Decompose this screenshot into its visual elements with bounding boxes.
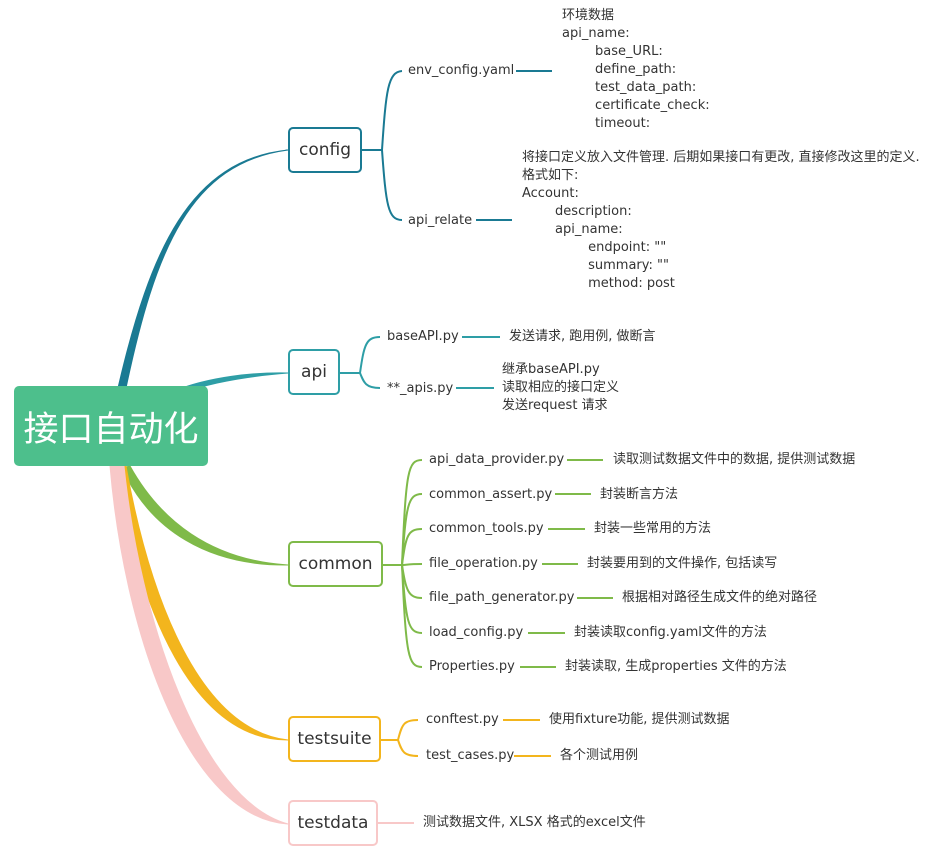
root-to-config-line xyxy=(117,149,289,389)
topic-api-relate[interactable]: api_relate xyxy=(408,213,473,228)
note-properties: 封装读取, 生成properties 文件的方法 xyxy=(565,659,787,674)
topic-file-operation[interactable]: file_operation.py xyxy=(429,556,538,571)
branch-testsuite[interactable]: testsuite xyxy=(288,716,381,762)
testsuite-to-conftest-line xyxy=(397,719,419,741)
testsuite-to-testcases-line xyxy=(397,739,419,757)
branch-testdata[interactable]: testdata xyxy=(288,800,378,846)
common-to-c2-line xyxy=(401,493,423,566)
topic-apis[interactable]: **_apis.py xyxy=(387,381,454,396)
topic-conftest[interactable]: conftest.py xyxy=(426,712,499,727)
topic-baseapi[interactable]: baseAPI.py xyxy=(387,329,459,344)
topic-load-config[interactable]: load_config.py xyxy=(429,625,524,640)
note-conftest: 使用fixture功能, 提供测试数据 xyxy=(549,712,730,727)
note-common-tools: 封装一些常用的方法 xyxy=(594,521,712,536)
note-testdata: 测试数据文件, XLSX 格式的excel文件 xyxy=(423,815,646,830)
topic-properties[interactable]: Properties.py xyxy=(429,659,515,674)
common-to-c4-line xyxy=(401,563,423,566)
topic-file-path-generator[interactable]: file_path_generator.py xyxy=(429,590,575,605)
branch-common[interactable]: common xyxy=(288,541,383,587)
topic-api-data-provider[interactable]: api_data_provider.py xyxy=(429,452,565,467)
common-to-c7-line xyxy=(401,564,423,668)
root-to-testdata-line xyxy=(109,465,289,825)
api-to-baseapi-line xyxy=(359,336,381,374)
root-to-common-line xyxy=(121,465,289,566)
branch-api[interactable]: api xyxy=(288,349,340,395)
common-to-c3-line xyxy=(401,528,423,566)
note-test-cases: 各个测试用例 xyxy=(560,748,639,763)
topic-test-cases[interactable]: test_cases.py xyxy=(426,748,515,763)
topic-common-tools[interactable]: common_tools.py xyxy=(429,521,544,536)
topic-env-config[interactable]: env_config.yaml xyxy=(408,63,515,78)
note-api-relate: 将接口定义放入文件管理. 后期如果接口有更改, 直接修改这里的定义. 格式如下:… xyxy=(522,150,920,291)
config-to-api-relate-line xyxy=(381,149,403,221)
topic-common-assert[interactable]: common_assert.py xyxy=(429,487,553,502)
note-env-config: 环境数据 api_name: base_URL: define_path: te… xyxy=(562,8,710,131)
note-common-assert: 封装断言方法 xyxy=(600,487,679,502)
root-node[interactable]: 接口自动化 xyxy=(14,386,208,466)
note-file-operation: 封装要用到的文件操作, 包括读写 xyxy=(587,556,778,571)
note-api-data-provider: 读取测试数据文件中的数据, 提供测试数据 xyxy=(613,452,856,467)
note-load-config: 封装读取config.yaml文件的方法 xyxy=(574,625,767,640)
api-to-apis-line xyxy=(359,372,381,389)
note-baseapi: 发送请求, 跑用例, 做断言 xyxy=(509,329,656,344)
config-to-env-line xyxy=(381,70,403,151)
branch-config[interactable]: config xyxy=(288,127,362,173)
note-file-path-generator: 根据相对路径生成文件的绝对路径 xyxy=(622,590,818,605)
note-apis: 继承baseAPI.py 读取相应的接口定义 发送request 请求 xyxy=(502,362,620,413)
